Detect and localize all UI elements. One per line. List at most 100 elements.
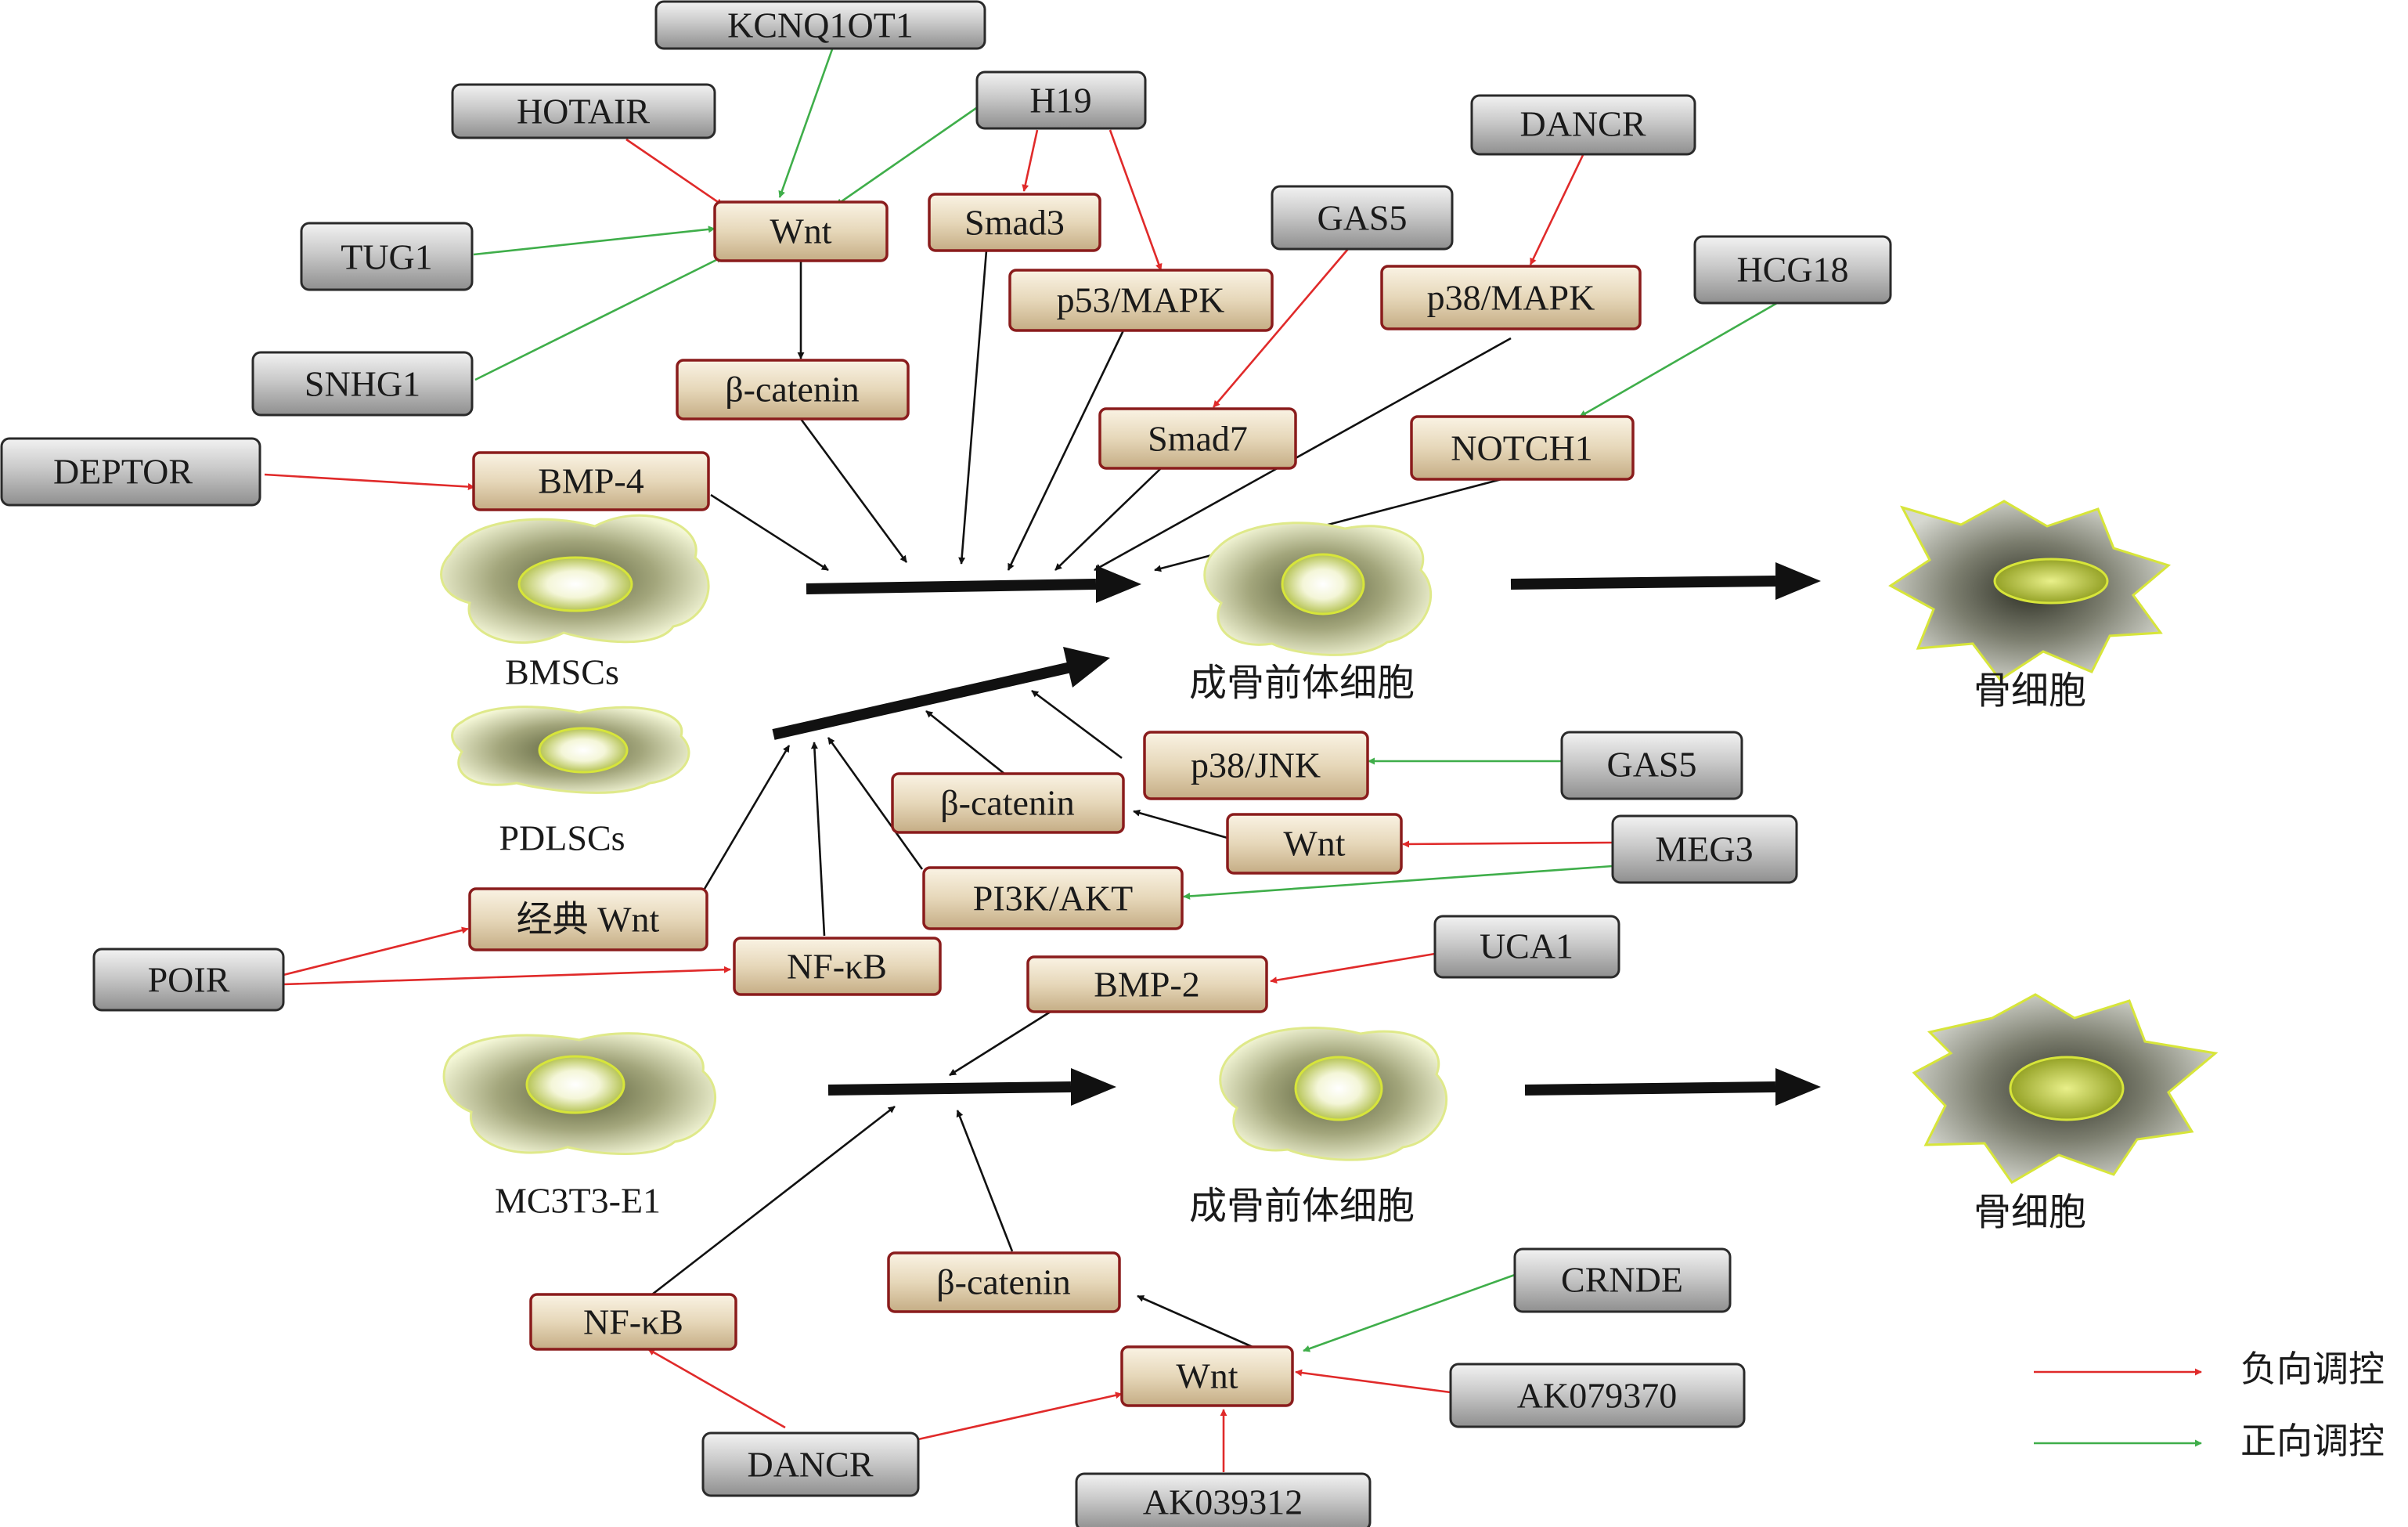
- arrow-pi3kakt-main: [827, 737, 924, 870]
- pathway-p38mapk[interactable]: p38/MAPK: [1380, 265, 1642, 330]
- lncrna-snhg1[interactable]: SNHG1: [251, 351, 474, 417]
- lncrna-crnde[interactable]: CRNDE: [1513, 1247, 1732, 1313]
- legend-negative-label: 负向调控: [2240, 1348, 2385, 1390]
- lncrna-gas5-top[interactable]: GAS5: [1271, 185, 1454, 251]
- pathway-nfkb-bottom[interactable]: NF-κB: [529, 1293, 737, 1351]
- differentiation-arrows: [772, 562, 1821, 1106]
- cell-label-mc3t3: MC3T3-E1: [495, 1181, 661, 1221]
- big-arrow-bottom-2: [1524, 1081, 1776, 1096]
- lncrna-poir[interactable]: POIR: [92, 948, 285, 1012]
- pathway-smad3[interactable]: Smad3: [928, 193, 1101, 252]
- pathway-nfkb-mid[interactable]: NF-κB: [733, 937, 942, 996]
- lncrna-dancr-top[interactable]: DANCR: [1470, 94, 1696, 156]
- big-arrow-top-1: [806, 579, 1097, 594]
- pathway-p38jnk[interactable]: p38/JNK: [1143, 731, 1369, 800]
- pathway-betacatenin-bottom[interactable]: β-catenin: [887, 1251, 1121, 1313]
- pathway-label: Wnt: [1176, 1356, 1238, 1396]
- big-arrowhead-mid: [1063, 647, 1110, 688]
- arrow-betacatenin-mid-main: [925, 709, 1005, 775]
- arrow-p38mapk-main: [1094, 337, 1512, 572]
- lncrna-label: DANCR: [747, 1445, 873, 1485]
- cells: BMSCs PDLSCs MC3T3-E1 成骨前体细胞 骨细胞 成骨前体细胞: [440, 500, 2219, 1234]
- pathway-p53mapk[interactable]: p53/MAPK: [1008, 269, 1274, 332]
- arrow-betacatenin-bottom-main: [956, 1110, 1014, 1252]
- pathway-label: p53/MAPK: [1057, 280, 1225, 320]
- pathway-notch1[interactable]: NOTCH1: [1410, 415, 1635, 481]
- arrow-wntmid-betacatenin: [1133, 809, 1228, 839]
- arrow-nfkbmid-main: [810, 742, 826, 937]
- pathway-betacatenin-mid[interactable]: β-catenin: [891, 772, 1125, 834]
- lncrna-nodes: KCNQ1OT1 HOTAIR H19 TUG1 SNHG1 DEPTOR GA…: [0, 0, 1892, 1527]
- pathway-wnt-mid[interactable]: Wnt: [1226, 813, 1403, 875]
- pathway-label: PI3K/AKT: [973, 879, 1133, 919]
- arrow-bmp4-main: [710, 493, 829, 572]
- lncrna-hotair[interactable]: HOTAIR: [451, 83, 716, 139]
- arrow-nfkbbottom-main: [651, 1105, 896, 1296]
- lncrna-label: POIR: [148, 960, 230, 1000]
- big-arrow-bottom-1: [827, 1081, 1072, 1096]
- arrow-h19-p53mapk: [1108, 129, 1163, 271]
- arrow-classicwnt-main: [703, 745, 791, 890]
- arrow-smad3-main: [958, 250, 988, 565]
- lncrna-label: UCA1: [1480, 926, 1573, 966]
- big-arrow-mid: [772, 662, 1072, 740]
- big-arrowhead-top-1: [1096, 565, 1141, 603]
- pathway-label: Wnt: [770, 211, 831, 251]
- arrow-dancrbottom-wntbottom: [917, 1392, 1123, 1441]
- cell-pdlscs: [451, 706, 690, 794]
- cell-label-bmscs: BMSCs: [505, 652, 619, 692]
- lncrna-ak079370[interactable]: AK079370: [1449, 1363, 1746, 1428]
- lncrna-uca1[interactable]: UCA1: [1433, 915, 1620, 979]
- pathway-label: 经典 Wnt: [517, 900, 660, 940]
- lncrna-label: TUG1: [341, 237, 433, 277]
- lncrna-label: H19: [1029, 81, 1091, 121]
- pathway-wnt-bottom[interactable]: Wnt: [1120, 1345, 1294, 1407]
- lncrna-h19[interactable]: H19: [975, 70, 1147, 130]
- lncrna-label: KCNQ1OT1: [727, 5, 914, 45]
- arrow-ak079370-wntbottom: [1295, 1369, 1451, 1394]
- pathway-classic-wnt[interactable]: 经典 Wnt: [468, 887, 708, 951]
- big-arrowhead-top-2: [1775, 562, 1821, 600]
- pathway-wnt-top[interactable]: Wnt: [713, 200, 889, 262]
- cell-mc3t3: [442, 1032, 716, 1155]
- cell-label-osteocyte-bottom: 骨细胞: [1974, 1190, 2086, 1234]
- arrow-meg3-pi3kakt: [1183, 865, 1613, 900]
- arrow-hcg18-notch1: [1579, 301, 1778, 418]
- pathway-betacatenin-top[interactable]: β-catenin: [676, 359, 910, 421]
- lncrna-gas5-mid[interactable]: GAS5: [1560, 731, 1743, 800]
- lncrna-label: GAS5: [1606, 745, 1696, 785]
- lncrna-label: CRNDE: [1561, 1260, 1683, 1300]
- lncrna-label: HOTAIR: [517, 92, 650, 132]
- pathway-pi3kakt[interactable]: PI3K/AKT: [922, 866, 1184, 930]
- lncrna-tug1[interactable]: TUG1: [300, 222, 474, 291]
- arrow-betacatenin-main: [799, 418, 908, 563]
- lncrna-label: HCG18: [1736, 250, 1848, 290]
- lncrna-kcnq1ot1[interactable]: KCNQ1OT1: [654, 0, 986, 50]
- lncrna-ak039312[interactable]: AK039312: [1075, 1472, 1372, 1527]
- pathway-label: β-catenin: [936, 1262, 1071, 1302]
- arrow-dancrbottom-nfkbbottom: [647, 1348, 786, 1429]
- arrow-h19-smad3: [1022, 129, 1039, 192]
- pathway-smad7[interactable]: Smad7: [1098, 407, 1297, 470]
- pathway-label: β-catenin: [940, 783, 1075, 823]
- arrow-kcnq1ot1-wnt: [778, 49, 834, 198]
- pathway-label: Smad7: [1148, 419, 1248, 459]
- lncrna-meg3[interactable]: MEG3: [1611, 814, 1798, 884]
- pathway-label: p38/JNK: [1191, 745, 1321, 785]
- lncrna-label: SNHG1: [305, 364, 420, 404]
- pathway-bmp4[interactable]: BMP-4: [472, 451, 710, 511]
- arrow-poir-classicwnt: [283, 926, 469, 976]
- pathway-label: Wnt: [1283, 824, 1345, 864]
- arrow-snhg1-wnt: [474, 255, 723, 381]
- lncrna-label: MEG3: [1655, 829, 1753, 869]
- arrow-deptor-bmp4: [264, 473, 475, 491]
- pathway-bmp2[interactable]: BMP-2: [1026, 955, 1268, 1013]
- lncrna-hcg18[interactable]: HCG18: [1693, 235, 1892, 305]
- lncrna-dancr-bottom[interactable]: DANCR: [701, 1431, 920, 1497]
- arrow-p53mapk-main: [1007, 330, 1125, 571]
- cell-label-preosteoblast-bottom: 成骨前体细胞: [1189, 1184, 1415, 1228]
- lncrna-deptor[interactable]: DEPTOR: [0, 437, 261, 507]
- lncrna-label: GAS5: [1317, 198, 1407, 238]
- arrow-tug1-wnt: [473, 226, 716, 256]
